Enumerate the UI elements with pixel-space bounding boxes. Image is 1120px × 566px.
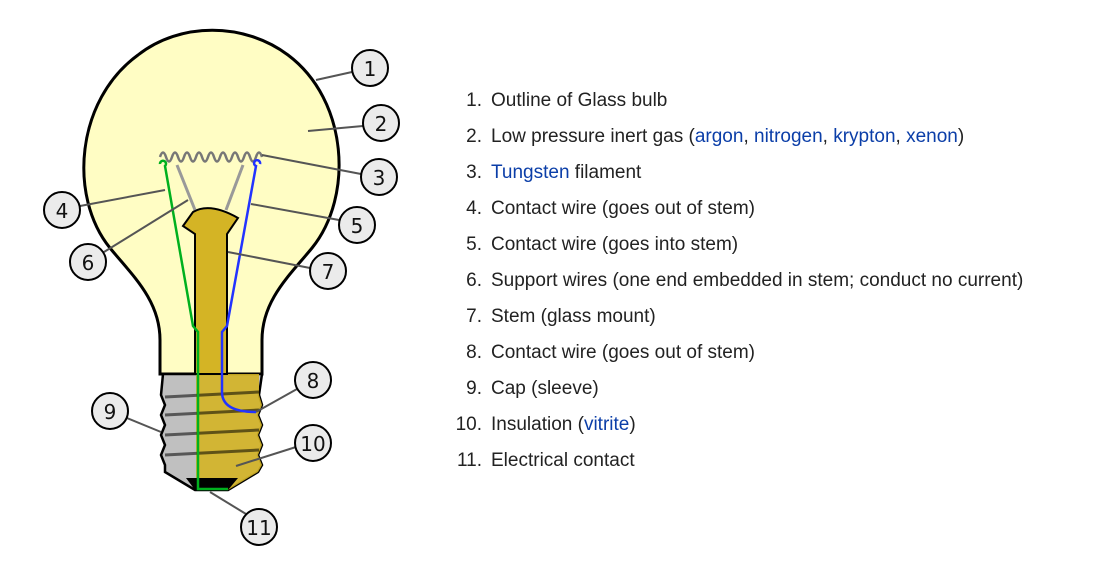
legend-number: 3. [466,162,482,183]
legend-item: 6. Support wires (one end embedded in ste… [440,266,1023,302]
legend-number: 5. [466,234,482,255]
legend-item: 8. Contact wire (goes out of stem) [440,338,1023,374]
svg-text:11: 11 [246,516,271,540]
legend-item: 5. Contact wire (goes into stem) [440,230,1023,266]
legend-item: 7. Stem (glass mount) [440,302,1023,338]
legend-link[interactable]: krypton [833,126,896,147]
legend-text: Support wires (one end embedded in stem;… [491,270,1024,291]
callout-2: 2 [362,104,400,142]
legend-text: Stem (glass mount) [491,306,656,327]
contact-wire-in [220,158,262,414]
legend-link[interactable]: argon [694,126,744,147]
callout-11: 11 [240,508,278,546]
callout-9: 9 [91,392,129,430]
legend-number: 1. [466,90,482,111]
legend-text: , [822,126,834,147]
legend-text: Insulation ( [491,414,584,435]
legend-number: 7. [466,306,482,327]
legend-link[interactable]: vitrite [583,414,630,435]
legend-item: 3. Tungsten filament [440,158,1023,194]
legend-text: Outline of Glass bulb [491,90,668,111]
callout-5: 5 [338,206,376,244]
legend-link[interactable]: Tungsten [491,162,570,183]
legend-number: 11. [456,450,482,471]
svg-text:4: 4 [56,199,69,223]
svg-text:10: 10 [300,432,325,456]
callout-3: 3 [360,158,398,196]
callout-8: 8 [294,361,332,399]
callout-4: 4 [43,191,81,229]
legend-item: 1. Outline of Glass bulb [440,86,1023,122]
legend-text: Contact wire (goes out of stem) [491,342,755,363]
legend-item: 9. Cap (sleeve) [440,374,1023,410]
callout-7: 7 [309,252,347,290]
svg-text:2: 2 [375,112,388,136]
legend-number: 8. [466,342,482,363]
svg-text:9: 9 [104,400,117,424]
svg-text:7: 7 [322,260,335,284]
leader-lines [79,71,364,515]
legend-list: 1. Outline of Glass bulb 2. Low pressure in… [440,86,1024,482]
legend-text: , [743,126,754,147]
legend-text: Electrical contact [491,450,635,471]
legend-number: 2. [466,126,482,147]
legend-item: 10. Insulation (vitrite) [440,410,1023,446]
legend-number: 6. [466,270,482,291]
svg-text:6: 6 [82,251,95,275]
legend-text: Contact wire (goes into stem) [491,234,739,255]
cap-sleeve [159,372,264,492]
legend-item: 11. Electrical contact [440,446,1023,482]
contact-wire-out [158,159,228,491]
support-wires [175,164,245,211]
light-bulb-diagram: 1 2 3 4 5 6 7 8 9 10 11 [43,28,400,546]
callout-6: 6 [69,243,107,281]
svg-text:3: 3 [373,166,386,190]
callout-1: 1 [351,49,389,87]
legend-item: 2. Low pressure inert gas (argon, nitroge… [440,122,1023,158]
legend-text: Contact wire (goes out of stem) [491,198,755,219]
legend-number: 10. [455,414,482,435]
legend-text: , [895,126,907,147]
legend-text: Low pressure inert gas ( [491,126,695,147]
svg-text:1: 1 [364,57,377,81]
filament [158,151,264,163]
legend-number: 9. [466,378,482,399]
legend-link[interactable]: xenon [906,126,958,147]
svg-text:8: 8 [307,369,320,393]
legend-text: ) [629,414,636,435]
callout-10: 10 [294,424,332,462]
legend-number: 4. [466,198,482,219]
legend-item: 4. Contact wire (goes out of stem) [440,194,1023,230]
legend-text: Cap (sleeve) [491,378,599,399]
legend-text: ) [957,126,965,147]
svg-text:5: 5 [351,214,364,238]
legend-text: filament [569,162,642,183]
legend-link[interactable]: nitrogen [754,126,823,147]
